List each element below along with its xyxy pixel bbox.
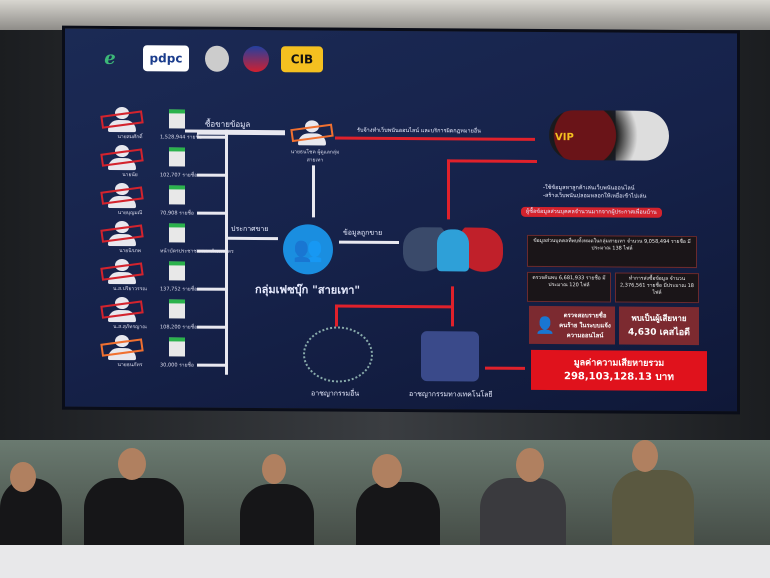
record-count: 108,200 รายชื่อ (160, 324, 198, 331)
logo-green-icon: ℯ (104, 47, 116, 69)
suspect-name: นายนิรภพ (119, 248, 141, 255)
casino-image: VIP (549, 110, 669, 161)
spreadsheet-icon (169, 223, 185, 243)
suspect-figure (100, 259, 144, 285)
suspect-connector (197, 287, 227, 291)
spreadsheet-icon (169, 147, 185, 167)
announce-label: ประกาศขาย (231, 224, 269, 234)
tech-crime-icon (421, 331, 479, 382)
group-label: กลุ่มเฟซบุ๊ก "สายเทา" (255, 282, 361, 297)
damage-value: 298,103,128.13 บาท (564, 371, 674, 383)
found-box: ตรวจค้นพบ 6,681,933 รายชื่อ มีประมาณ 120… (527, 271, 611, 303)
suspect-figure (100, 107, 144, 133)
suspect-figure (100, 183, 144, 209)
trade-label: ซื้อขายข้อมูล (205, 119, 251, 129)
suspect-name: น.ส.สุภัทรญาณ (113, 323, 147, 331)
cib-logo: CIB (281, 46, 323, 73)
sold-arrow (339, 240, 399, 244)
spreadsheet-icon (169, 185, 185, 205)
record-count: 137,752 รายชื่อ (160, 286, 198, 293)
suspect-connector (197, 173, 227, 177)
admin-group-arrow (312, 165, 315, 218)
victims-value: 4,630 เคสไอดี (628, 327, 690, 339)
hire-arrow (335, 136, 535, 141)
hacker-to-gambling-line (447, 159, 450, 220)
hire-label: รับจ้างทำเว็บพนันออนไลน์ และบริการผิดกฎห… (357, 127, 481, 135)
damage-box: มูลค่าความเสียหายรวม 298,103,128.13 บาท (531, 349, 707, 392)
damage-arrow (485, 366, 525, 370)
announce-arrow (228, 236, 278, 241)
suspect-figure (100, 297, 144, 323)
spreadsheet-icon (169, 337, 185, 357)
damage-title: มูลค่าความเสียหายรวม (573, 358, 665, 369)
police-seal-icon (243, 45, 269, 73)
suspect-name: นายนัย (122, 172, 138, 179)
other-crime-icon (303, 326, 373, 383)
check-text: ตรวจสอบรายชื่อคนร้าย ในระบบแจ้งความออนไล… (559, 312, 611, 340)
suspect-name: นายบุญมณี (117, 210, 143, 217)
suspect-name: นายธนภัทร (117, 362, 143, 369)
record-count: 30,000 รายชื่อ (160, 362, 194, 369)
gambling-bullet-2: -สร้างเว็บพนันปลอมหลอกให้เหยื่อเข้าไปเล่… (543, 192, 647, 200)
conference-table (0, 545, 770, 578)
spreadsheet-icon (169, 261, 185, 281)
suspect-name: นายสมศักดิ์ (117, 134, 143, 141)
trade-arrow (197, 131, 285, 136)
suspect-connector (197, 325, 227, 329)
record-count: 102,707 รายชื่อ (160, 172, 198, 179)
suspect-connector (197, 249, 227, 253)
other-crime-line (335, 304, 453, 309)
other-crime-arrow (335, 304, 338, 327)
vip-chip: VIP (555, 132, 574, 144)
person-icon: 👤 (535, 315, 555, 336)
connector-trunk (225, 129, 228, 375)
presentation-screen: ℯ pdpc CIB นายสมศักดิ์ 1,528,944 รายชื่อ… (62, 25, 740, 415)
suspect-figure (100, 335, 144, 361)
buyer-banner: ผู้ซื้อข้อมูลส่วนบุคคลจำนวนมากจากผู้ประก… (521, 206, 662, 218)
facebook-group-icon: 👥 (283, 224, 333, 275)
hackers-icon (403, 227, 503, 274)
record-count: 1,528,944 รายชื่อ (160, 134, 202, 141)
victims-box: พบเป็นผู้เสียหาย 4,630 เคสไอดี (619, 306, 699, 346)
seal-icon (205, 45, 229, 72)
admin-figure (290, 120, 334, 146)
hacker-to-gambling-arrow (447, 159, 537, 163)
admin-name: นายธนโชค ผู้ดูแลกลุ่มสายเทา (290, 149, 340, 164)
suspect-name: น.ส.ปริยาวรรณ (112, 285, 148, 293)
suspect-figure (100, 145, 144, 171)
suspect-connector (197, 135, 227, 139)
total-data-box: ข้อมูลส่วนบุคคลที่พบทั้งหมดในกลุ่มสายเทา… (527, 234, 697, 269)
sold-label: ข้อมูลถูกขาย (343, 228, 383, 237)
pdpc-logo: pdpc (143, 45, 189, 72)
victims-title: พบเป็นผู้เสียหาย (631, 313, 687, 323)
other-crime-label: อาชญากรรมอื่น (311, 389, 360, 398)
spreadsheet-icon (169, 109, 185, 129)
suspect-connector (197, 211, 227, 215)
spreadsheet-icon (169, 299, 185, 319)
record-count: 70,908 รายชื่อ (160, 210, 194, 217)
ordered-box: ทำการส่งซื้อข้อมูล จำนวน 2,376,561 รายชื… (615, 272, 699, 304)
suspect-connector (197, 363, 227, 367)
suspect-list: นายสมศักดิ์ 1,528,944 รายชื่อ นายนัย 102… (65, 29, 737, 369)
ceiling (0, 0, 770, 30)
suspect-figure (100, 221, 144, 247)
tech-crime-label: อาชญากรรมทางเทคโนโลยี (409, 390, 493, 399)
check-box: 👤 ตรวจสอบรายชื่อคนร้าย ในระบบแจ้งความออน… (529, 305, 615, 345)
